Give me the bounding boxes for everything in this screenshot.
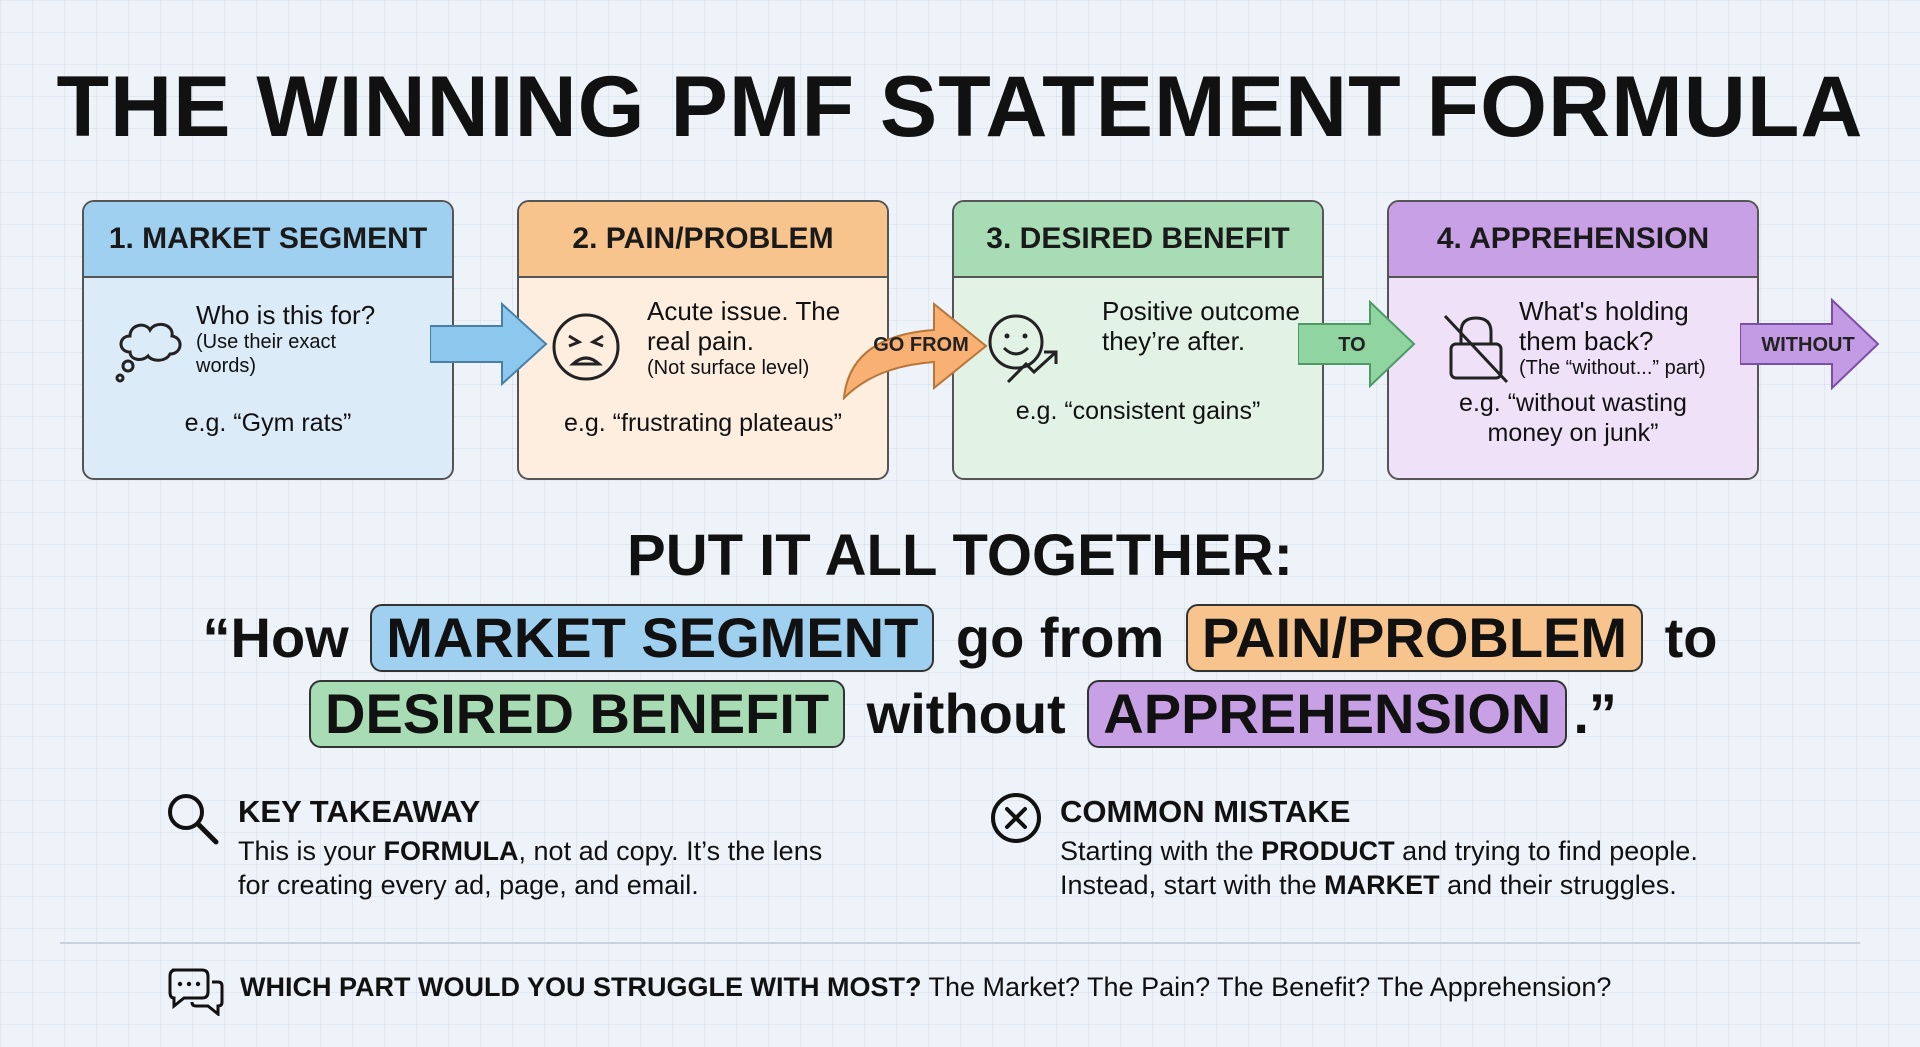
formula-go-from: go from [955,606,1165,669]
mistake-title: COMMON MISTAKE [1060,794,1351,829]
desired-benefit-pill: DESIRED BENEFIT [309,680,846,748]
pain-problem-card: 2. PAIN/PROBLEM Acute issue. The real pa… [517,200,889,480]
chat-bubbles-icon [168,968,224,1016]
formula-without: without [866,682,1066,745]
divider [60,942,1860,944]
formula-close: .” [1573,682,1617,745]
card-example: e.g. “frustrating plateaus” [564,409,842,437]
card-example: e.g. “Gym rats” [184,409,352,437]
together-heading: PUT IT ALL TOGETHER: [627,523,1293,588]
formula-line-2: DESIRED BENEFIT without APPREHENSION.” [0,680,1920,748]
card-heading: 4. APPREHENSION [1389,202,1757,278]
go-from-arrow [842,301,988,400]
card-heading: 1. MARKET SEGMENT [84,202,452,278]
distressed-face-icon [552,313,620,381]
smiley-trend-icon [988,314,1058,384]
card-example: e.g. “without wasting money on junk” [1459,389,1687,447]
takeaway-text: This is your FORMULA, not ad copy. It’s … [238,836,823,900]
to-arrow [1298,299,1416,389]
pain-problem-pill: PAIN/PROBLEM [1185,604,1644,672]
market-segment-pill: MARKET SEGMENT [370,604,935,672]
crossed-lock-icon [1443,314,1509,384]
x-circle-icon [991,793,1041,843]
magnifier-icon [168,794,219,845]
card-heading: 3. DESIRED BENEFIT [954,202,1322,278]
to-label: TO [1338,334,1366,356]
formula-open: “How [202,606,349,669]
page-title: THE WINNING PMF STATEMENT FORMULA [56,59,1864,155]
thought-bubble-icon [115,322,182,383]
card-description: What's holding them back? (The “without.… [1519,296,1706,379]
formula-line-1: “How MARKET SEGMENT go from PAIN/PROBLEM… [0,604,1920,672]
card-example: e.g. “consistent gains” [1015,397,1261,425]
mistake-text: Starting with the PRODUCT and trying to … [1060,836,1698,900]
without-arrow [1740,297,1880,391]
apprehension-pill: APPREHENSION [1087,680,1568,748]
closing-question: WHICH PART WOULD YOU STRUGGLE WITH MOST?… [240,972,1612,1002]
go-from-label: GO FROM [873,334,969,356]
apprehension-card: 4. APPREHENSION What's holding them back… [1387,200,1759,480]
without-label: WITHOUT [1761,334,1855,356]
market-segment-card: 1. MARKET SEGMENT Who is this for? (Use … [82,200,454,480]
desired-benefit-card: 3. DESIRED BENEFIT Positive outcome they… [952,200,1324,480]
takeaway-title: KEY TAKEAWAY [238,794,481,829]
formula-to: to [1664,606,1718,669]
card-heading: 2. PAIN/PROBLEM [519,202,887,278]
arrow-connector-1 [430,301,548,387]
card-description: Who is this for? (Use their exact words) [196,300,376,377]
card-description: Positive outcome they’re after. [1102,296,1300,356]
card-description: Acute issue. The real pain. (Not surface… [647,296,841,379]
